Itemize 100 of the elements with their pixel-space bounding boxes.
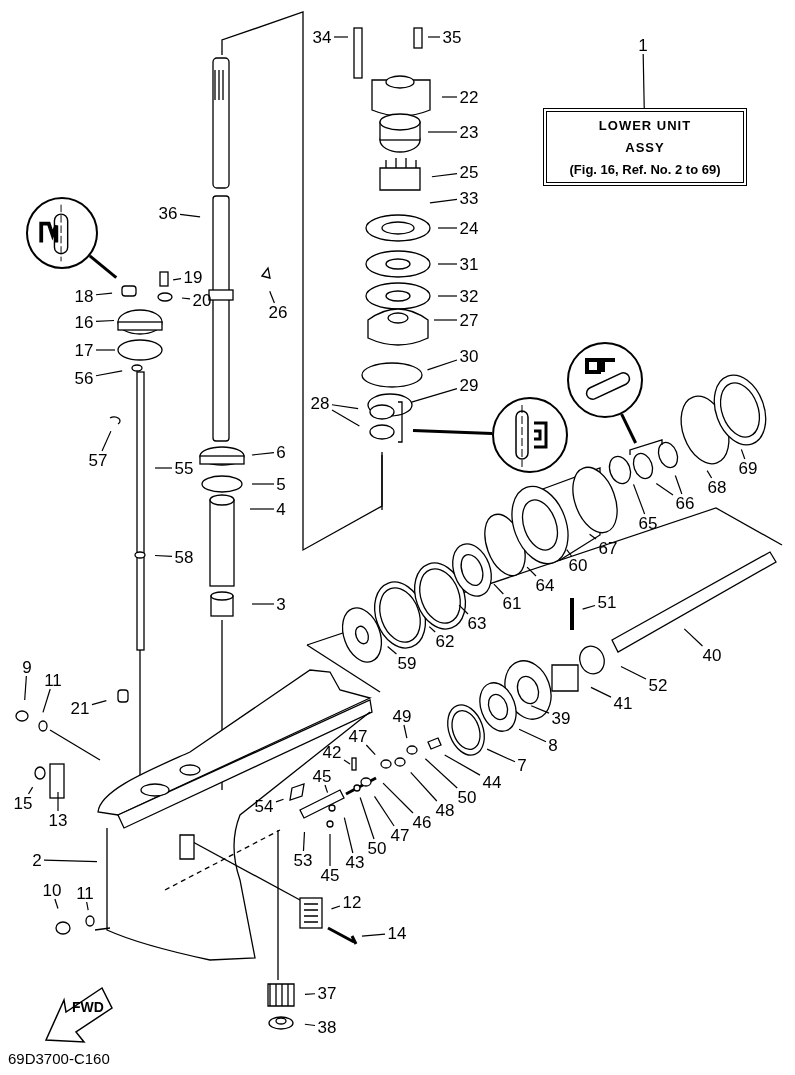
- callout-number: 17: [72, 341, 96, 359]
- leader-line: [620, 665, 647, 680]
- leader-line: [251, 452, 275, 456]
- leader-line: [428, 626, 436, 633]
- leader-line: [740, 448, 746, 460]
- callout-number: 60: [566, 556, 590, 574]
- callout-number: 32: [457, 287, 481, 305]
- callout-number: 12: [340, 893, 364, 911]
- callout-number: 11: [73, 884, 97, 902]
- callout-number: 39: [549, 709, 573, 727]
- callout-number: 50: [455, 788, 479, 806]
- leader-line: [642, 53, 645, 109]
- leader-line: [655, 483, 674, 496]
- callout-number: 13: [46, 811, 70, 829]
- title-box: [543, 108, 747, 186]
- callout-number: 48: [433, 801, 457, 819]
- callout-number: 7: [515, 756, 529, 774]
- callout-number: 45: [318, 866, 342, 884]
- callout-number: 40: [700, 646, 724, 664]
- leader-line: [269, 290, 275, 304]
- callout-number: 4: [274, 500, 288, 518]
- leader-line: [95, 292, 113, 296]
- callout-number: 11: [41, 671, 65, 689]
- callout-number: 68: [705, 478, 729, 496]
- callout-number: 58: [172, 548, 196, 566]
- callout-number: 42: [320, 743, 344, 761]
- leader-line: [43, 859, 98, 863]
- box-text: LOWER UNIT: [598, 117, 692, 133]
- leader-line: [437, 263, 458, 265]
- leader-line: [526, 566, 537, 577]
- leader-line: [373, 795, 395, 827]
- leader-line: [444, 754, 481, 776]
- callout-number: 26: [266, 303, 290, 321]
- leader-line: [706, 469, 713, 479]
- callout-number: 27: [457, 311, 481, 329]
- leader-line: [91, 700, 107, 706]
- callout-number: 8: [546, 736, 560, 754]
- leader-line: [441, 96, 458, 98]
- callout-number: 36: [156, 204, 180, 222]
- leader-line: [410, 771, 438, 802]
- callout-number: 9: [20, 658, 34, 676]
- callout-number: 15: [11, 794, 35, 812]
- leader-line: [181, 297, 191, 300]
- leader-line: [251, 603, 275, 605]
- callout-number: 31: [457, 255, 481, 273]
- leader-line: [330, 905, 341, 910]
- callout-number: 35: [440, 28, 464, 46]
- leader-line: [433, 319, 458, 321]
- callout-number: 23: [457, 123, 481, 141]
- callout-number: 3: [274, 595, 288, 613]
- callout-number: 24: [457, 219, 481, 237]
- callout-number: 34: [310, 28, 334, 46]
- leader-line: [493, 583, 504, 595]
- leader-line: [329, 833, 331, 867]
- callout-number: 47: [388, 826, 412, 844]
- callout-number: 6: [274, 443, 288, 461]
- leader-line: [530, 705, 550, 714]
- leader-line: [302, 831, 306, 852]
- callout-number: 25: [457, 163, 481, 181]
- leader-line: [387, 645, 398, 655]
- callout-number: 37: [315, 984, 339, 1002]
- leader-line: [275, 798, 285, 803]
- leader-line: [27, 786, 34, 795]
- callout-number: 66: [673, 494, 697, 512]
- leader-line: [427, 131, 458, 133]
- leader-line: [589, 533, 597, 540]
- callout-number: 2: [30, 851, 44, 869]
- callout-number: 63: [465, 614, 489, 632]
- leader-line: [382, 782, 414, 814]
- callout-number: 16: [72, 313, 96, 331]
- leader-line: [101, 430, 112, 452]
- callout-number: 64: [533, 576, 557, 594]
- leader-line: [154, 467, 173, 469]
- leader-line: [86, 901, 89, 911]
- leader-line: [632, 483, 646, 515]
- callout-number: 61: [500, 594, 524, 612]
- leader-line: [437, 227, 458, 229]
- callout-number: 20: [190, 291, 214, 309]
- leader-line: [412, 428, 493, 435]
- callout-number: 46: [410, 813, 434, 831]
- leader-line: [359, 796, 375, 840]
- leader-line: [674, 474, 683, 495]
- callout-number: 21: [68, 699, 92, 717]
- leader-line: [42, 688, 51, 714]
- leader-line: [486, 748, 516, 763]
- leader-line: [331, 409, 360, 427]
- leader-line: [24, 675, 27, 701]
- callout-number: 18: [72, 287, 96, 305]
- leader-line: [429, 198, 458, 204]
- callout-number: 14: [385, 924, 409, 942]
- leader-line: [426, 359, 458, 371]
- leader-line: [343, 759, 351, 765]
- leader-line: [620, 413, 637, 444]
- leader-line: [518, 728, 547, 743]
- leader-line: [361, 933, 386, 937]
- leader-line: [249, 508, 275, 510]
- leader-line: [333, 36, 349, 38]
- leader-line: [54, 898, 59, 910]
- leader-line: [424, 758, 458, 789]
- leader-line: [324, 784, 329, 794]
